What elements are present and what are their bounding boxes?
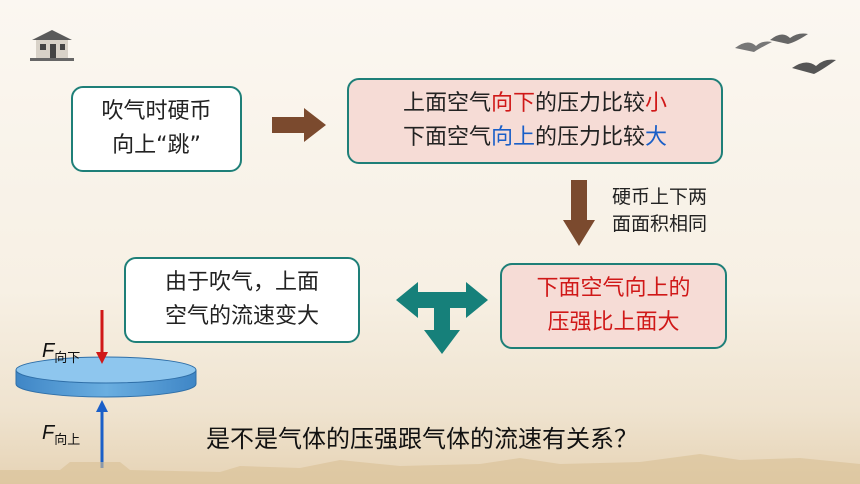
pressure-line1-b: 向下 — [490, 91, 535, 116]
blow-line2: 向上“跳” — [112, 133, 201, 158]
pressure-line1-d: 小 — [645, 91, 668, 116]
force-down-symbol: F — [42, 340, 55, 362]
force-up-sub: 向上 — [54, 432, 81, 447]
blow-line1: 吹气时硬币 — [101, 99, 212, 124]
force-up-symbol: F — [42, 422, 55, 444]
pressure-line1-a: 上面空气 — [402, 91, 491, 116]
pressure-line1: 上面空气向下的压力比较小 — [403, 87, 667, 121]
down-arrow-icon — [563, 180, 595, 246]
pressure-line2-c: 的压力比较 — [535, 125, 646, 150]
force-down-label: F向下 — [42, 340, 80, 366]
area-note-line2: 面面积相同 — [612, 213, 708, 235]
cause-line2: 空气的流速变大 — [164, 304, 319, 329]
blow-box: 吹气时硬币 向上“跳” — [71, 86, 242, 172]
cause-box: 由于吹气，上面 空气的流速变大 — [124, 257, 360, 343]
pressure-line2-a: 下面空气 — [402, 125, 491, 150]
result-line1: 下面空气向上的 — [536, 276, 691, 301]
pressure-line2: 下面空气向上的压力比较大 — [403, 121, 667, 155]
force-up-label: F向上 — [42, 422, 80, 448]
pressure-line2-b: 向上 — [490, 125, 535, 150]
result-line2: 压强比上面大 — [547, 310, 680, 335]
area-note-line1: 硬币上下两 — [612, 186, 708, 208]
house-icon — [30, 30, 74, 61]
pressure-box: 上面空气向下的压力比较小 下面空气向上的压力比较大 — [347, 78, 723, 164]
pressure-line2-d: 大 — [645, 125, 668, 150]
force-down-sub: 向下 — [54, 350, 81, 365]
skyline-decoration — [0, 454, 860, 484]
cause-line1: 由于吹气，上面 — [164, 270, 319, 295]
pressure-line1-c: 的压力比较 — [535, 91, 646, 116]
t-arrow-icon — [396, 282, 488, 354]
right-arrow-icon — [272, 108, 326, 142]
coin-diagram — [15, 310, 197, 468]
result-box: 下面空气向上的 压强比上面大 — [500, 263, 727, 349]
cranes-icon — [735, 33, 836, 74]
area-note: 硬币上下两 面面积相同 — [612, 184, 707, 238]
question-text: 是不是气体的压强跟气体的流速有关系？ — [206, 425, 638, 453]
